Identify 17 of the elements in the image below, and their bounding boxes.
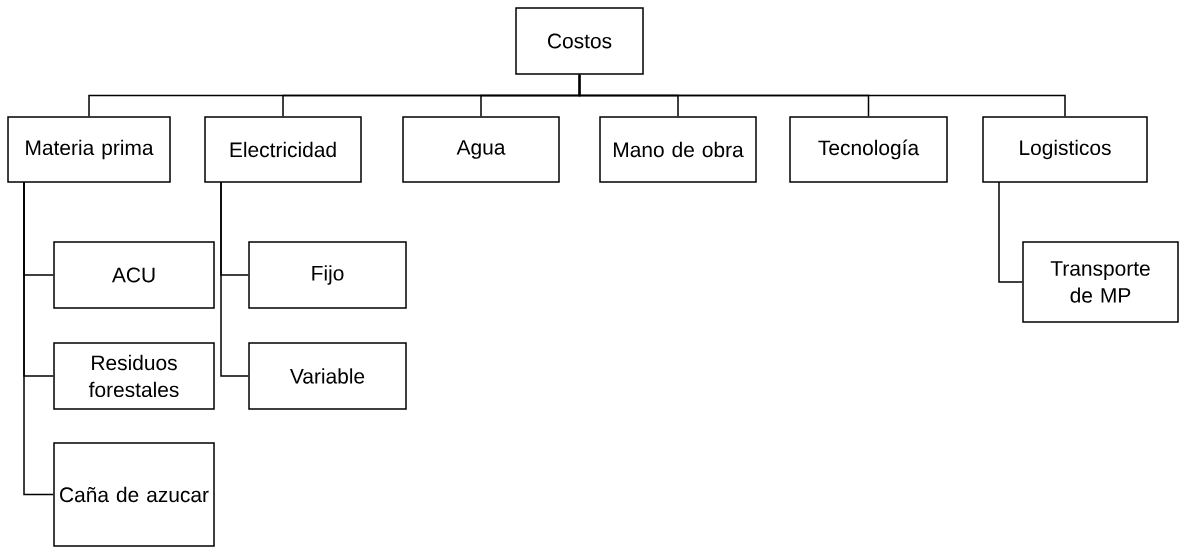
connector [998,181,1023,283]
box: Caña de azucar [53,442,215,547]
box: ACU [53,241,215,309]
connector [578,74,1066,117]
box: Tecnología [789,116,948,183]
box: Residuos forestales [53,342,215,410]
box: Mano de obra [599,116,757,183]
connector [23,181,54,496]
box: Logisticos [982,116,1148,183]
box: Agua [402,116,560,183]
box: Variable [248,342,407,410]
box: Transporte de MP [1022,241,1179,323]
box: Fijo [248,241,407,309]
box: Electricidad [204,116,362,183]
connector [220,181,249,377]
box: Materia prima [7,116,171,183]
box: Costos [515,7,644,75]
